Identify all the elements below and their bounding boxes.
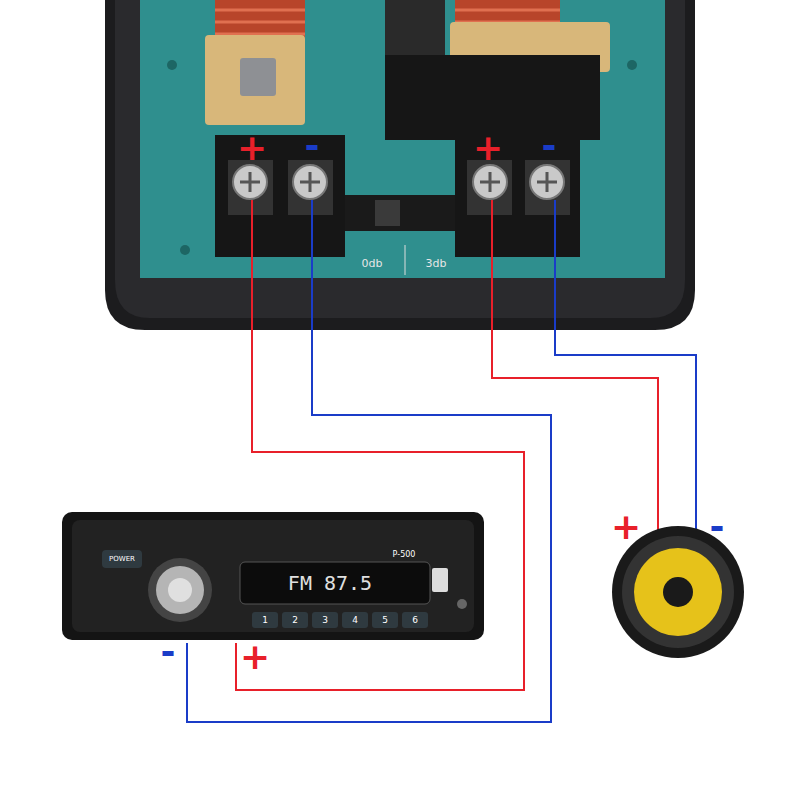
- polarity-sign: +: [237, 130, 267, 166]
- button-label: POWER: [109, 556, 135, 563]
- switch-label: 0db: [362, 258, 383, 269]
- core-block: [385, 55, 600, 140]
- button-number: 2: [292, 616, 298, 625]
- magnet: [240, 58, 276, 96]
- button-number: 1: [262, 616, 268, 625]
- button-number: 6: [412, 616, 418, 625]
- terminal-block: [215, 135, 580, 257]
- speaker-wire: [187, 200, 696, 722]
- coil-bobbin: [205, 35, 305, 125]
- button-number: 3: [322, 616, 328, 625]
- crossover-housing: [105, 0, 695, 330]
- car-stereo: [62, 512, 484, 640]
- polarity-sign: +: [611, 509, 641, 545]
- polarity-sign: -: [710, 509, 725, 545]
- speaker: [612, 526, 744, 658]
- polarity-sign: -: [542, 128, 557, 164]
- polarity-sign: -: [305, 128, 320, 164]
- button-number: 4: [352, 616, 358, 625]
- polarity-sign: -: [161, 634, 176, 670]
- switch-label: 3db: [426, 258, 447, 269]
- model-label: P-500: [393, 551, 416, 559]
- polarity-sign: +: [473, 130, 503, 166]
- level-switch: [345, 195, 455, 231]
- circuit-board: [140, 0, 665, 278]
- display-text: FM 87.5: [288, 573, 372, 593]
- button-number: 5: [382, 616, 388, 625]
- polarity-sign: +: [240, 639, 270, 675]
